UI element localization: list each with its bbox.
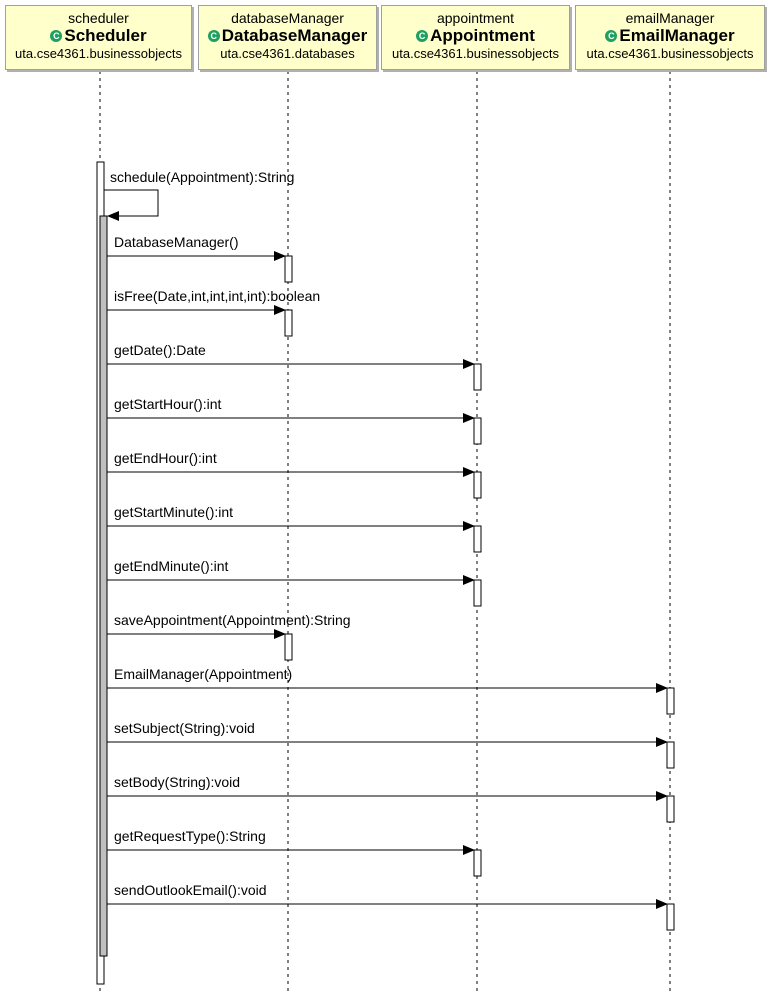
class-label: DatabaseManager: [221, 26, 368, 45]
message-label: setBody(String):void: [114, 774, 240, 790]
message-label: schedule(Appointment):String: [110, 169, 294, 185]
messages: schedule(Appointment):StringDatabaseMana…: [104, 169, 668, 909]
package-name: uta.cse4361.businessobjects: [392, 46, 559, 61]
message-label: getStartMinute():int: [114, 504, 233, 520]
message-label: getStartHour():int: [114, 396, 221, 412]
instance-name: databaseManager: [231, 10, 344, 26]
activation-bar-database-manager: [284, 633, 293, 661]
instance-name: scheduler: [68, 10, 129, 26]
package-name: uta.cse4361.businessobjects: [15, 46, 182, 61]
activation-bar-appointment: [473, 849, 482, 877]
message-get-date: getDate():Date: [107, 342, 475, 369]
message-label: getEndHour():int: [114, 450, 217, 466]
activation-bars: [96, 161, 675, 985]
message-get-end-minute: getEndMinute():int: [107, 558, 475, 585]
self-call-arrow: [104, 189, 159, 221]
activation-bar-appointment: [473, 579, 482, 607]
message-set-body: setBody(String):void: [107, 774, 668, 801]
message-label: EmailManager(Appointment): [114, 666, 292, 682]
message-is-free: isFree(Date,int,int,int,int):boolean: [107, 288, 320, 315]
activation-bar-database-manager: [284, 255, 293, 283]
message-label: saveAppointment(Appointment):String: [114, 612, 351, 628]
message-save-appointment: saveAppointment(Appointment):String: [107, 612, 351, 639]
message-email-manager: EmailManager(Appointment): [107, 666, 668, 693]
message-get-request-type: getRequestType():String: [107, 828, 475, 855]
package-name: uta.cse4361.databases: [220, 46, 355, 61]
package-name: uta.cse4361.businessobjects: [586, 46, 754, 61]
message-label: sendOutlookEmail():void: [114, 882, 267, 898]
message-get-end-hour: getEndHour():int: [107, 450, 475, 477]
class-label: EmailManager: [619, 26, 735, 45]
activation-bar-database-manager: [284, 309, 293, 337]
class-label: Scheduler: [64, 26, 147, 45]
class-icon: C: [207, 30, 220, 42]
message-schedule: schedule(Appointment):String: [104, 169, 294, 221]
class-icon: C: [50, 30, 63, 42]
message-label: getDate():Date: [114, 342, 206, 358]
activation-bar-email-manager: [666, 687, 675, 715]
activation-bar-scheduler-nested: [99, 215, 108, 957]
message-database-manager: DatabaseManager(): [107, 234, 286, 261]
message-label: getRequestType():String: [114, 828, 266, 844]
message-send-outlook-email: sendOutlookEmail():void: [107, 882, 668, 909]
class-label: Appointment: [430, 26, 535, 45]
class-icon: C: [605, 30, 618, 42]
message-get-start-minute: getStartMinute():int: [107, 504, 475, 531]
activation-bar-appointment: [473, 471, 482, 499]
class-icon: C: [416, 30, 429, 42]
message-set-subject: setSubject(String):void: [107, 720, 668, 747]
message-get-start-hour: getStartHour():int: [107, 396, 475, 423]
instance-name: emailManager: [625, 10, 715, 26]
instance-name: appointment: [436, 10, 515, 26]
activation-bar-email-manager: [666, 903, 675, 931]
message-label: getEndMinute():int: [114, 558, 229, 574]
activation-bar-email-manager: [666, 795, 675, 823]
message-label: isFree(Date,int,int,int,int):boolean: [114, 288, 320, 304]
message-label: DatabaseManager(): [114, 234, 239, 250]
lifeline-lines: [99, 71, 671, 994]
activation-bar-appointment: [473, 525, 482, 553]
message-label: setSubject(String):void: [114, 720, 255, 736]
activation-bar-appointment: [473, 363, 482, 391]
activation-bar-email-manager: [666, 741, 675, 769]
activation-bar-appointment: [473, 417, 482, 445]
